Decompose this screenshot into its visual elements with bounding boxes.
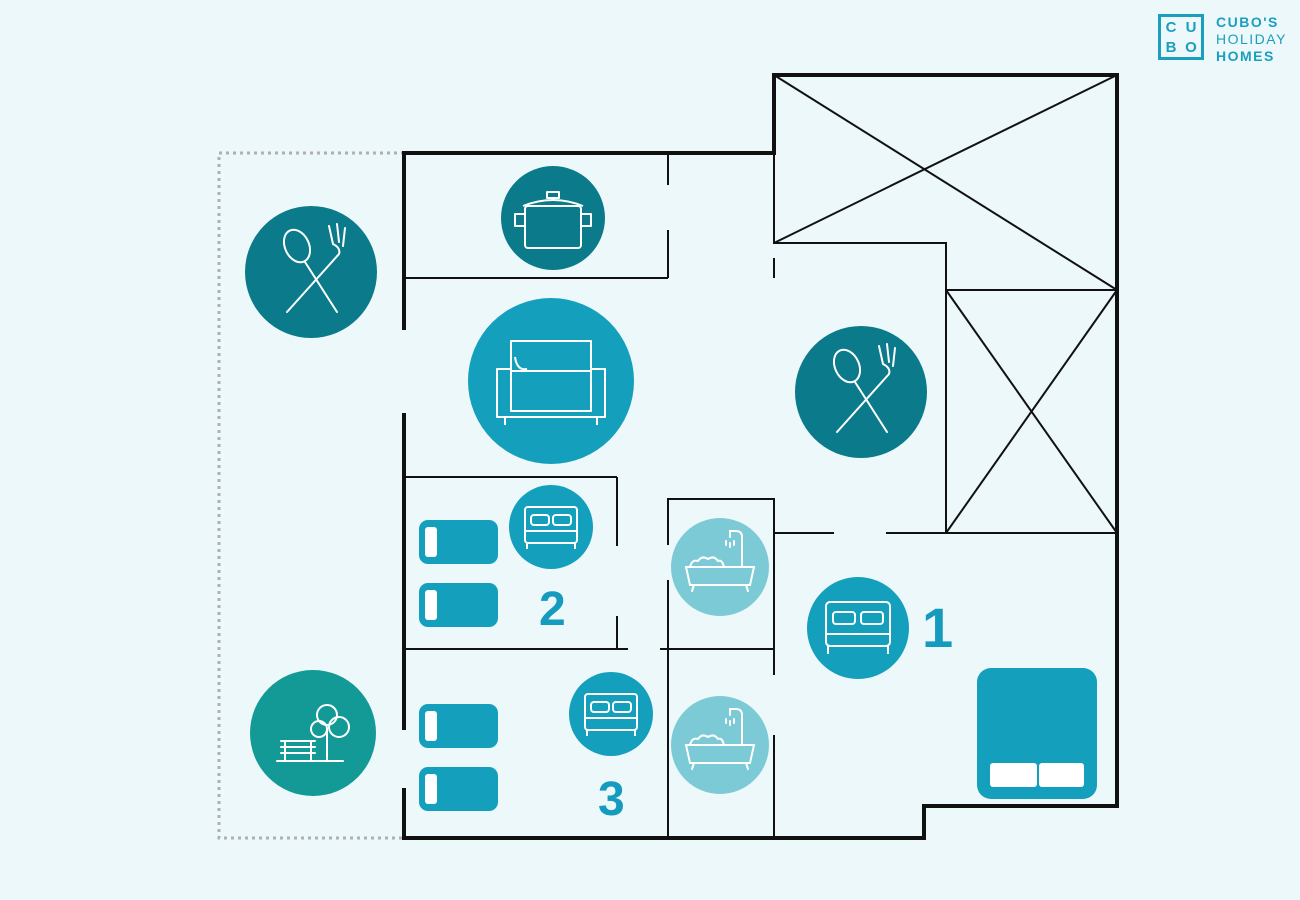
living-room-icon (468, 298, 634, 464)
bathroom-icon (671, 518, 769, 616)
bedroom-3-number: 3 (598, 773, 625, 826)
double-bed-icon (509, 485, 593, 569)
brand-name: CUBO'S HOLIDAY HOMES (1216, 14, 1287, 65)
kitchen-icon (501, 166, 605, 270)
single-bed-icon (419, 767, 498, 811)
outer-walls (402, 73, 1119, 840)
bedroom-icon (807, 577, 909, 679)
brand-mark-letter: O (1185, 38, 1197, 56)
inner-walls (404, 74, 1118, 838)
brand-logo: C U B O CUBO'S HOLIDAY HOMES (1158, 14, 1298, 66)
double-bed-icon (977, 668, 1097, 799)
dining-icon (245, 206, 377, 338)
brand-mark: C U B O (1158, 14, 1204, 60)
brand-mark-letter: B (1165, 38, 1177, 56)
double-bed-icon (569, 672, 653, 756)
single-bed-icon (419, 520, 498, 564)
brand-line-2: HOLIDAY (1216, 31, 1287, 47)
brand-mark-letter: U (1185, 18, 1197, 36)
bedroom-2-number: 2 (539, 583, 566, 636)
terrace-outline (217, 151, 404, 840)
terrace-icon (250, 670, 376, 796)
single-bed-icon (419, 583, 498, 627)
brand-mark-letter: C (1165, 18, 1177, 36)
brand-line-3: HOMES (1216, 48, 1275, 64)
dining-icon (795, 326, 927, 458)
bedroom-1-number: 1 (922, 596, 954, 659)
single-bed-icon (419, 704, 498, 748)
brand-line-1: CUBO'S (1216, 14, 1279, 30)
bathroom-icon (671, 696, 769, 794)
